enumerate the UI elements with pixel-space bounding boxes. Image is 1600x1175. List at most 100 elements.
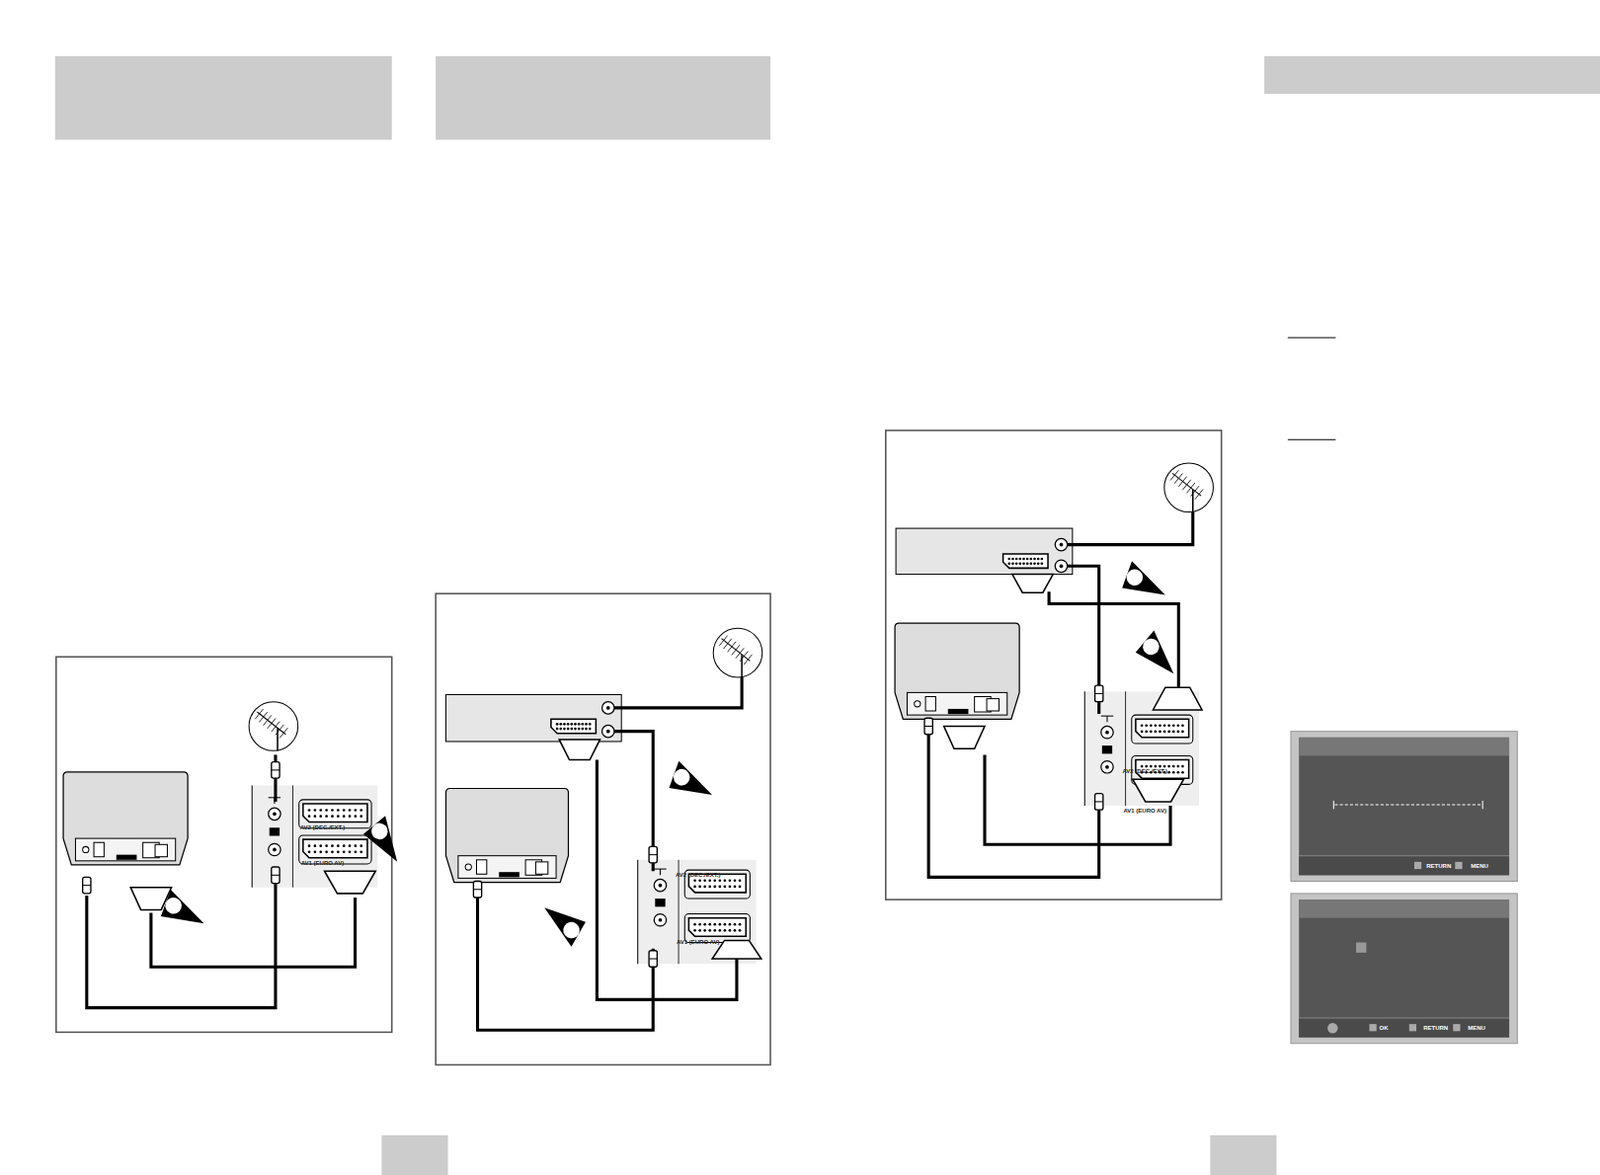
- antenna-element: [267, 719, 276, 729]
- tv-label-plate: [948, 709, 969, 715]
- scart-frame: [299, 835, 372, 865]
- callout-marker: [363, 815, 413, 868]
- scart-pin: [1026, 558, 1030, 561]
- scart-pin: [588, 727, 592, 731]
- button-label: MENU: [1467, 1025, 1486, 1032]
- scart-pin: [703, 923, 707, 927]
- tv-port-grid: [155, 844, 167, 857]
- scart-plug: [944, 725, 985, 749]
- scart-pin: [728, 929, 732, 933]
- screen-bezel: [1290, 731, 1518, 882]
- coax-pin: [606, 729, 611, 734]
- scart-pin: [1140, 723, 1144, 727]
- scart-pin: [723, 923, 727, 927]
- scart-frame: [684, 914, 750, 944]
- coax-plug-ring: [1095, 693, 1104, 695]
- tv-label-plate: [498, 872, 520, 878]
- progress-end: [1482, 800, 1484, 809]
- coax-plug: [1095, 685, 1104, 703]
- coax-plug-ring: [648, 958, 657, 960]
- antenna-element: [275, 724, 284, 735]
- scart-pin: [1037, 561, 1040, 565]
- scart-pin: [354, 850, 358, 854]
- scart-pin: [693, 885, 697, 889]
- scart-pin: [728, 885, 732, 889]
- scart-pin: [723, 885, 727, 889]
- scart-pin: [1172, 723, 1176, 727]
- scart-pin: [1144, 730, 1148, 734]
- coax-plug: [473, 881, 481, 899]
- scart-socket: [303, 803, 368, 823]
- scart-pin: [330, 808, 334, 812]
- antenna-circle: [1164, 463, 1214, 513]
- scart-pin: [336, 850, 340, 854]
- callout-triangle: [363, 815, 413, 868]
- scart-pin: [1181, 765, 1185, 769]
- scart-pin: [713, 885, 717, 889]
- coax-plug-ring: [271, 769, 280, 771]
- scart-pin: [1177, 771, 1181, 775]
- screen-footer: [1298, 1018, 1510, 1039]
- set-top-box: [445, 694, 622, 742]
- scart-pin: [342, 814, 346, 818]
- scart-pin: [308, 808, 312, 812]
- coax-plug: [271, 762, 280, 780]
- scart-pin: [1177, 723, 1181, 727]
- coax-pin: [606, 706, 611, 711]
- coax-socket: [1101, 761, 1114, 774]
- tv-back-panel: [75, 838, 175, 862]
- tv-out-symbol: [269, 827, 280, 836]
- panel-divider: [1124, 691, 1126, 806]
- scart-pin: [1022, 561, 1026, 565]
- scart-pin: [330, 850, 334, 854]
- scart-pin: [1007, 561, 1011, 565]
- scart-pin: [718, 885, 721, 889]
- button-icon: [1452, 1024, 1460, 1032]
- scart-pin: [1140, 730, 1144, 734]
- scart-pin: [573, 722, 577, 726]
- scart-pin: [1154, 723, 1158, 727]
- antenna-in-symbol: [1106, 716, 1108, 722]
- screen-footer: [1298, 856, 1510, 877]
- coax-socket: [1054, 560, 1067, 572]
- antenna-element: [1170, 470, 1179, 480]
- antenna-element: [1187, 482, 1196, 493]
- callout-marker: [534, 900, 586, 948]
- set-top-box: [895, 528, 1073, 574]
- scart-pin: [1040, 561, 1044, 565]
- scart-pin: [359, 808, 363, 812]
- scart-pin: [738, 879, 742, 882]
- scart-pin: [577, 722, 581, 726]
- scart-pin: [1163, 730, 1167, 734]
- scart-pin: [348, 808, 352, 812]
- scart-pin: [342, 850, 346, 854]
- tv-back-panel: [458, 856, 557, 880]
- button-label: RETURN: [1426, 863, 1451, 870]
- scart-pin: [1018, 561, 1022, 565]
- tv-port-grid: [535, 862, 548, 875]
- scart-pin: [562, 722, 566, 726]
- coax-socket: [653, 879, 666, 891]
- page-number-box: [1209, 1135, 1277, 1175]
- cable: [928, 734, 1100, 879]
- scart-pin: [718, 879, 721, 882]
- scart-pin: [562, 727, 566, 731]
- scart-pin: [319, 850, 322, 854]
- note-underline: [1287, 336, 1337, 338]
- scart-pin: [693, 879, 697, 882]
- scart-pin: [348, 850, 352, 854]
- button-icon: [1369, 1024, 1377, 1032]
- scart-pin: [708, 929, 712, 933]
- scart-pin: [1181, 771, 1185, 775]
- scart-pin: [718, 929, 721, 933]
- callout-triangle: [534, 900, 586, 948]
- coax-pin: [1105, 730, 1110, 735]
- scart-pin: [713, 929, 717, 933]
- footer-divider: [1298, 855, 1510, 857]
- callout-triangle: [1121, 560, 1173, 603]
- callout-marker: [668, 761, 720, 803]
- callout-circle: [1139, 635, 1163, 658]
- scart-pin: [733, 923, 737, 927]
- coax-plug: [648, 846, 657, 864]
- callout-circle: [671, 767, 693, 789]
